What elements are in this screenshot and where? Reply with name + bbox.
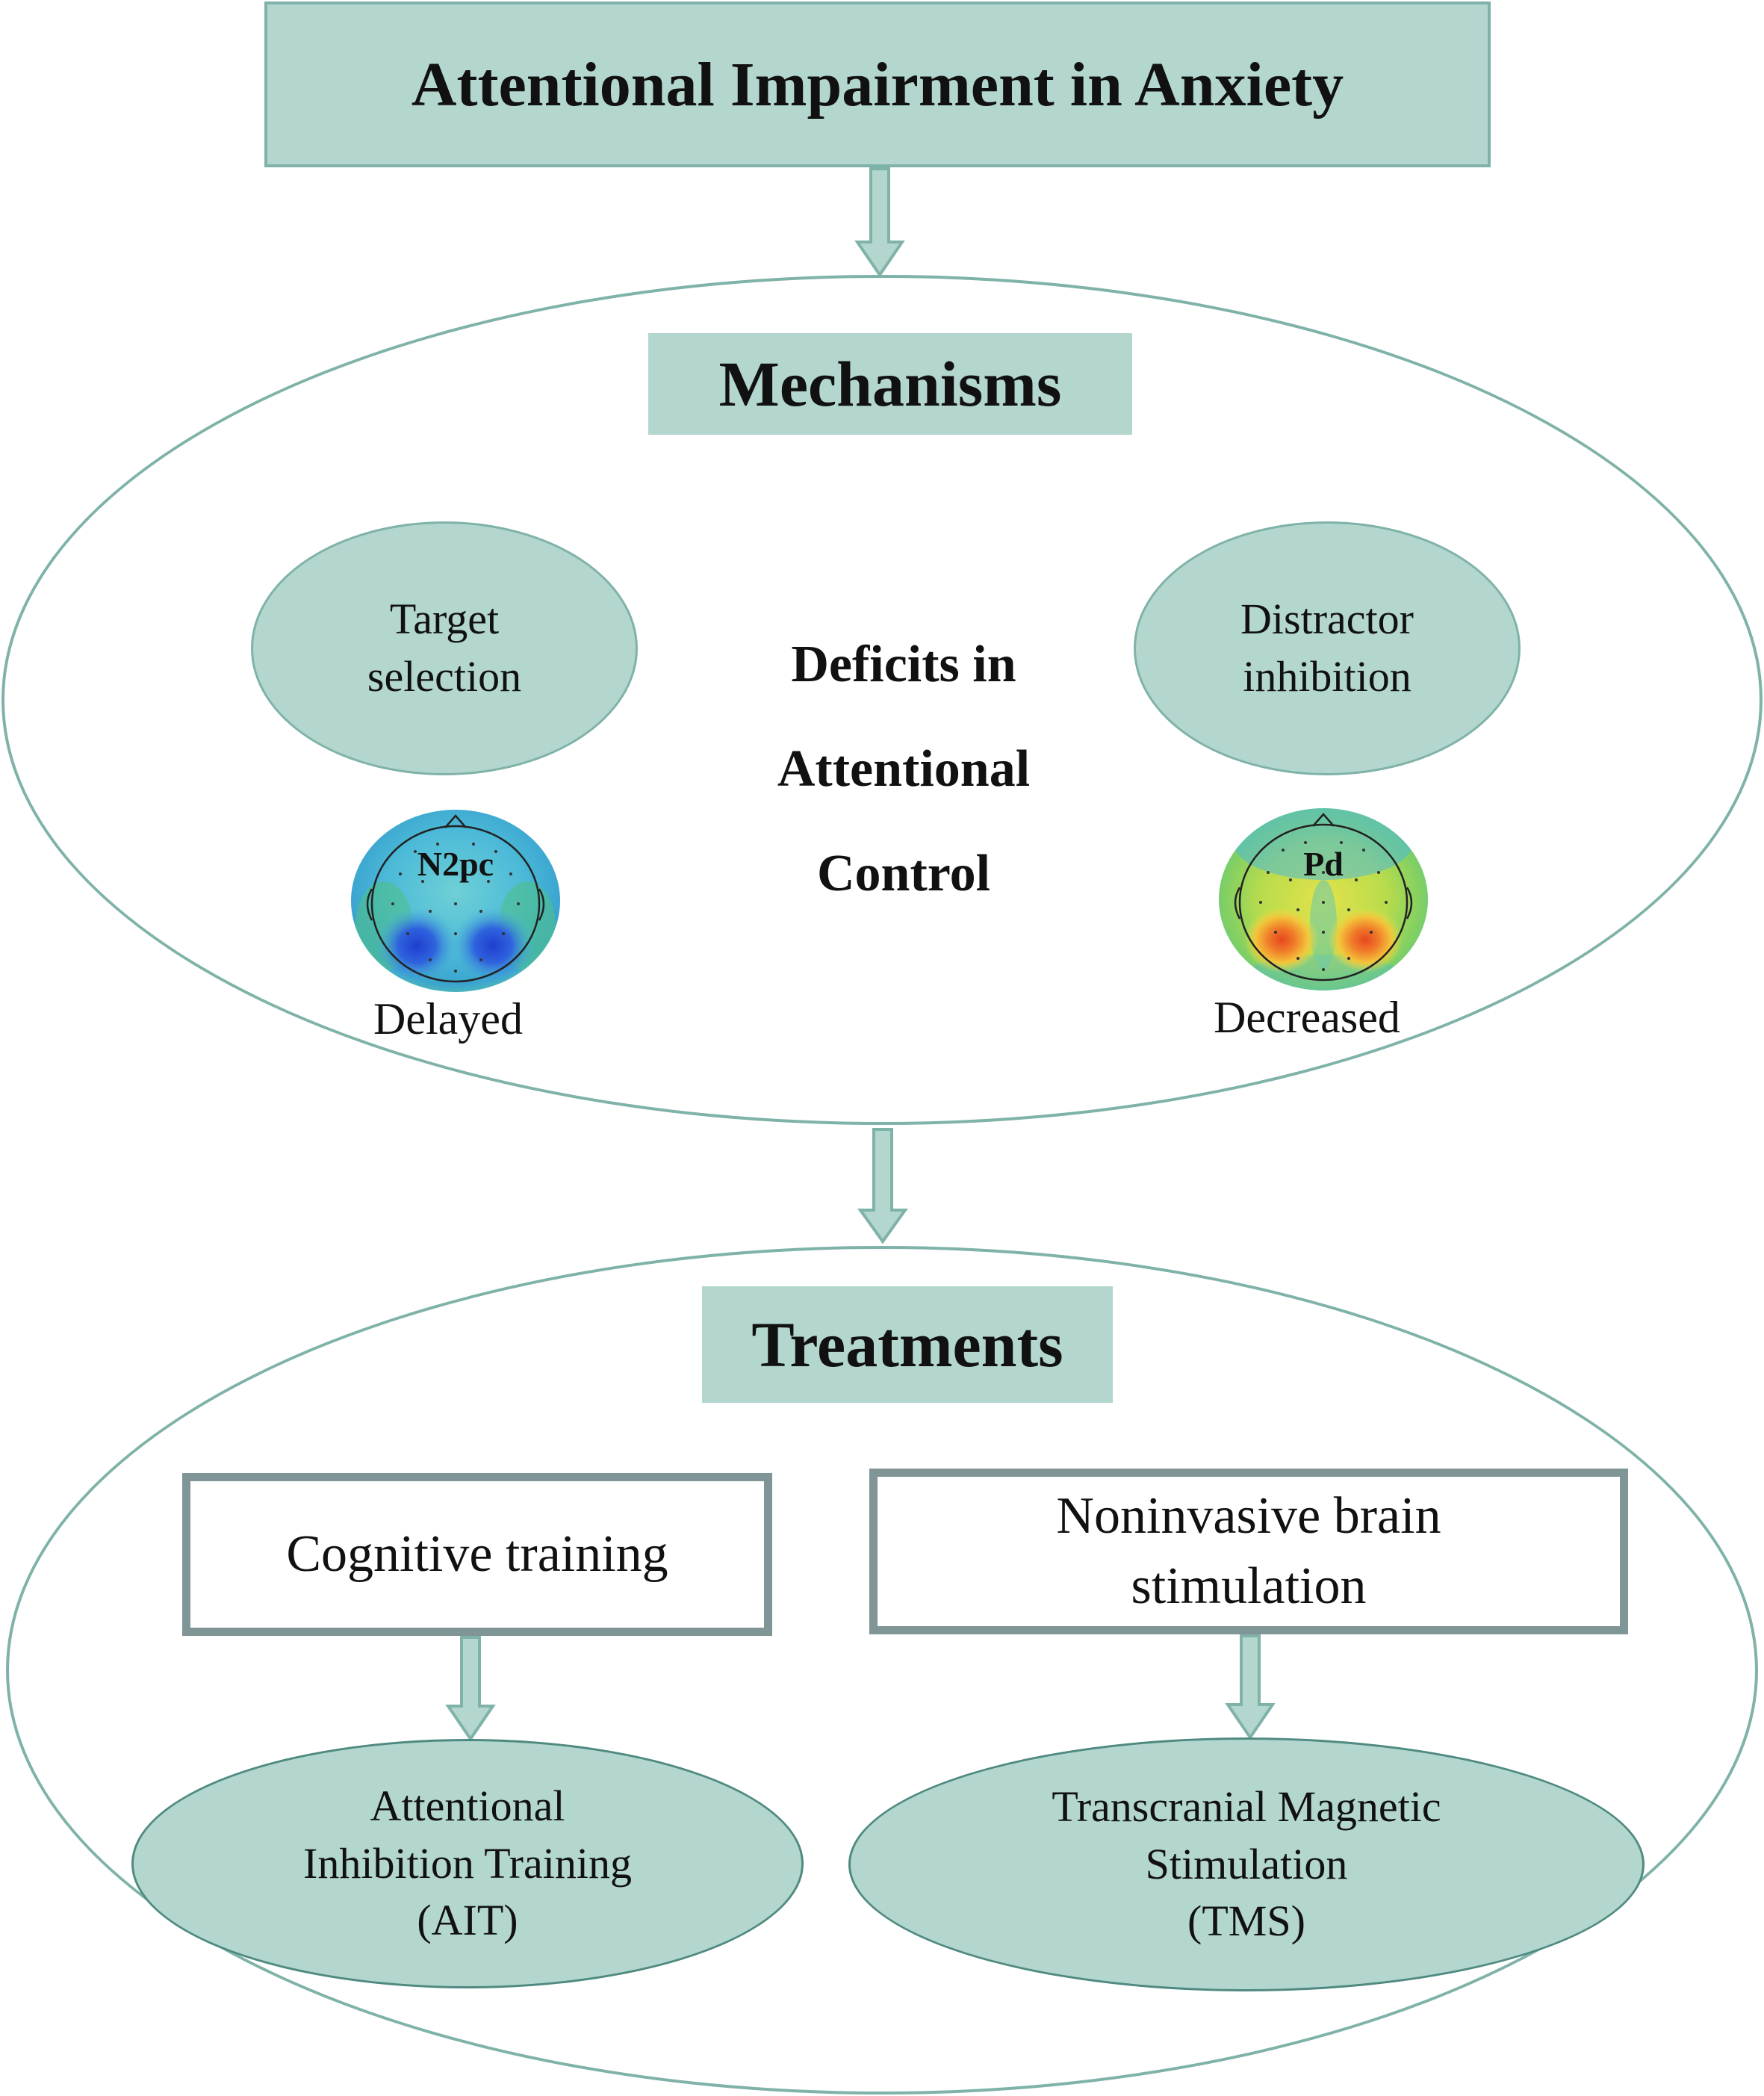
pd-head-icon <box>1219 808 1428 990</box>
arrow-title-to-mechanisms <box>854 167 905 278</box>
nibs-line-2: stimulation <box>1131 1557 1367 1615</box>
deficits-text: Deficits in Attentional Control <box>717 613 1090 926</box>
n2pc-label: N2pc <box>417 845 494 883</box>
deficits-line-1: Deficits in <box>791 636 1016 693</box>
nibs-line-1: Noninvasive brain <box>1056 1486 1441 1545</box>
mechanisms-label-text: Mechanisms <box>718 348 1062 420</box>
title-box: Attentional Impairment in Anxiety <box>264 1 1491 167</box>
ait-line-2: Inhibition Training <box>303 1838 632 1888</box>
treatments-ellipse <box>6 1246 1758 2095</box>
n2pc-head-icon <box>351 810 560 992</box>
pd-topomap: Pd <box>1216 798 1431 993</box>
mechanisms-ellipse <box>1 275 1763 1125</box>
tms-line-2: Stimulation <box>1145 1839 1348 1888</box>
tms-line-1: Transcranial Magnetic <box>1052 1782 1441 1832</box>
title-text: Attentional Impairment in Anxiety <box>411 49 1344 120</box>
tms-line-3: (TMS) <box>1187 1897 1305 1946</box>
pd-label: Pd <box>1303 845 1344 883</box>
target-selection-ellipse: Target selection <box>251 521 638 775</box>
target-selection-line-1: Target <box>389 595 500 644</box>
target-selection-line-2: selection <box>367 652 522 701</box>
decreased-caption: Decreased <box>1214 993 1400 1042</box>
noninvasive-brain-stimulation-box: Noninvasive brain stimulation <box>869 1469 1628 1634</box>
distractor-inhibition-line-1: Distractor <box>1240 595 1414 644</box>
mechanisms-label: Mechanisms <box>648 333 1132 435</box>
delayed-caption: Delayed <box>373 994 523 1044</box>
treatments-label: Treatments <box>702 1286 1113 1403</box>
tms-ellipse: Transcranial Magnetic Stimulation (TMS) <box>848 1737 1645 1991</box>
cognitive-training-text: Cognitive training <box>286 1525 668 1583</box>
arrow-mechanisms-to-treatments <box>857 1128 908 1244</box>
distractor-inhibition-line-2: inhibition <box>1243 652 1411 701</box>
deficits-line-3: Control <box>816 845 991 902</box>
deficits-line-2: Attentional <box>777 740 1031 798</box>
ait-line-1: Attentional <box>370 1782 565 1831</box>
cognitive-training-box: Cognitive training <box>182 1473 772 1636</box>
n2pc-topomap: N2pc <box>348 799 563 995</box>
ait-line-3: (AIT) <box>417 1896 518 1945</box>
distractor-inhibition-ellipse: Distractor inhibition <box>1134 521 1521 775</box>
ait-ellipse: Attentional Inhibition Training (AIT) <box>131 1739 804 1988</box>
treatments-label-text: Treatments <box>751 1309 1063 1380</box>
